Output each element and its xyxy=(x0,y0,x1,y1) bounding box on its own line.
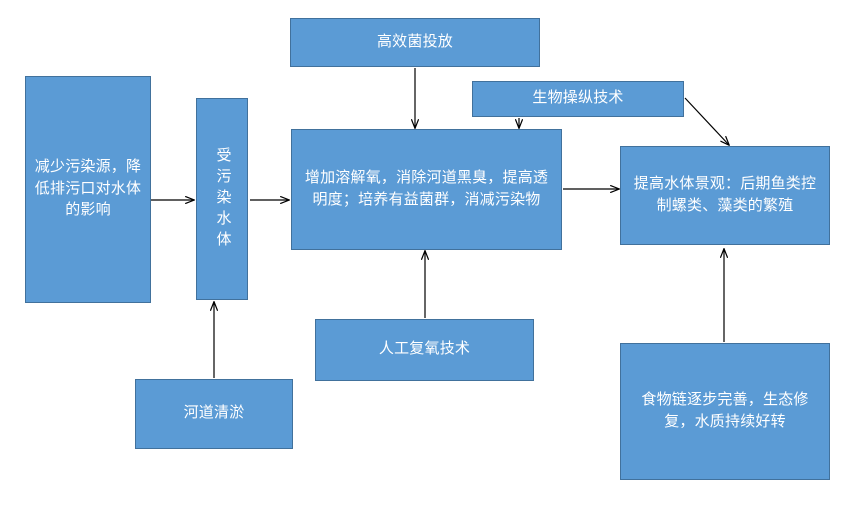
node-label: 人工复氧技术 xyxy=(378,341,471,358)
node-label: 减少污染源，降低排污口对水体的影响 xyxy=(34,158,142,219)
node-river-dredging[interactable]: 河道清淤 xyxy=(135,379,293,449)
node-improve-water-landscape[interactable]: 提高水体景观：后期鱼类控制螺类、藻类的繁殖 xyxy=(620,146,830,245)
node-increase-dissolved-oxygen[interactable]: 增加溶解氧，消除河道黑臭，提高透明度；培养有益菌群，消减污染物 xyxy=(291,129,562,250)
node-label: 提高水体景观：后期鱼类控制螺类、藻类的繁殖 xyxy=(633,175,817,214)
node-label: 生物操纵技术 xyxy=(532,90,624,107)
node-label: 高效菌投放 xyxy=(376,33,453,50)
node-reduce-pollution-source[interactable]: 减少污染源，降低排污口对水体的影响 xyxy=(25,76,151,303)
node-label: 受污染水体 xyxy=(214,146,231,252)
node-artificial-reoxygenation[interactable]: 人工复氧技术 xyxy=(315,319,534,381)
edge-biomanipulation-to-landscape xyxy=(684,97,729,145)
node-label: 食物链逐步完善，生态修复，水质持续好转 xyxy=(641,391,809,430)
node-label: 增加溶解氧，消除河道黑臭，提高透明度；培养有益菌群，消减污染物 xyxy=(304,169,549,208)
node-label: 河道清淤 xyxy=(183,405,245,422)
node-food-chain-improvement[interactable]: 食物链逐步完善，生态修复，水质持续好转 xyxy=(620,343,830,480)
node-high-efficiency-bacteria[interactable]: 高效菌投放 xyxy=(290,18,540,67)
node-polluted-water-body[interactable]: 受污染水体 xyxy=(196,98,248,300)
node-biomanipulation-technology[interactable]: 生物操纵技术 xyxy=(472,81,684,117)
